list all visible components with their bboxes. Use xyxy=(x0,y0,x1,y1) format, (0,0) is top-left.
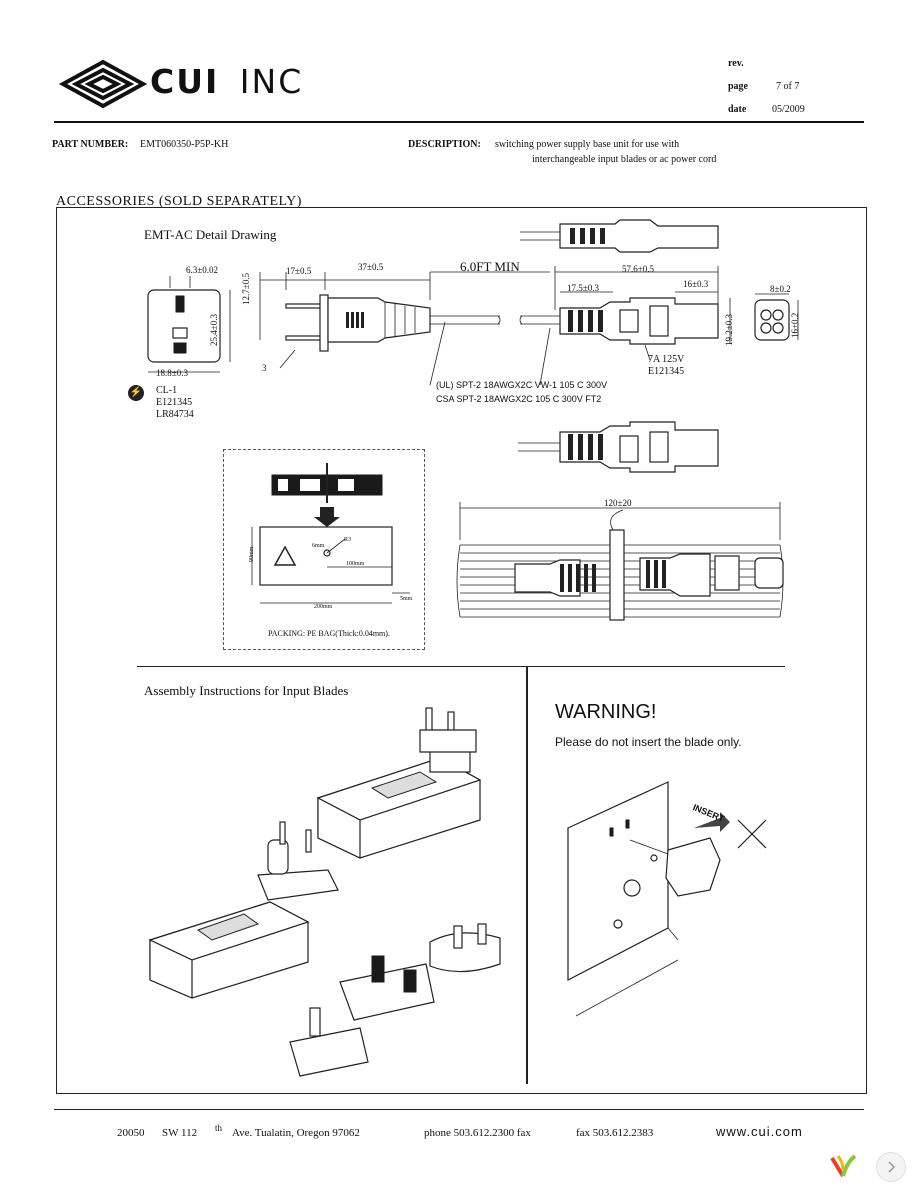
footer-addr-sup: th xyxy=(215,1123,223,1133)
emt-ac-detail-drawing xyxy=(147,219,799,621)
column-divider xyxy=(526,666,528,1084)
dim-blade-width: 6.3±0.02 xyxy=(186,265,218,275)
description-label: DESCRIPTION: xyxy=(408,139,481,150)
packing-w100: 100mm xyxy=(346,561,365,567)
page-value: 7 of 7 xyxy=(776,81,800,92)
description-line2: interchangeable input blades or ac power… xyxy=(532,154,717,165)
warning-illustration xyxy=(567,781,767,1017)
packing-h90: 90mm xyxy=(249,546,255,562)
footer-addr2: SW 112 xyxy=(162,1127,198,1139)
cert-line2: E121345 xyxy=(156,397,193,408)
part-number-label: PART NUMBER: xyxy=(52,139,129,150)
dim-end-width: 8±0.2 xyxy=(770,284,791,294)
dim-blade-length: 12.7±0.5 xyxy=(241,273,251,305)
cable-spec-line2: CSA SPT-2 18AWGX2C 105 C 300V FT2 xyxy=(436,394,602,404)
part-number-value: EMT060350-P5P-KH xyxy=(140,139,229,150)
packing-w200: 200mm xyxy=(314,604,333,610)
dim-coil-length: 120±20 xyxy=(604,498,632,508)
warning-text: Please do not insert the blade only. xyxy=(555,735,742,749)
date-value: 05/2009 xyxy=(772,104,805,115)
packing-ph: 6mm xyxy=(312,543,325,549)
warning-title: WARNING! xyxy=(555,701,657,723)
dim-plug-width: 18.8±0.3 xyxy=(156,368,188,378)
plug-side xyxy=(259,272,501,369)
packing-note: PACKING: PE BAG(Thick:0.04mm). xyxy=(268,629,390,638)
connector-second-view xyxy=(518,421,719,473)
plug-face xyxy=(147,276,231,373)
cert-line1: CL-1 xyxy=(156,385,178,396)
assembly-title: Assembly Instructions for Input Blades xyxy=(144,683,349,698)
packing-h5: 5mm xyxy=(400,596,413,602)
dim-plug-height: 25.4±0.3 xyxy=(209,314,219,346)
next-page-button[interactable] xyxy=(876,1152,906,1182)
packing-diagram xyxy=(251,463,410,604)
connector-side xyxy=(519,266,731,361)
description-line1: switching power supply base unit for use… xyxy=(495,139,680,150)
rating-line2: E121345 xyxy=(648,366,685,377)
packing-r: R3 xyxy=(344,537,352,543)
dim-connector-height: 19.2±0.3 xyxy=(724,314,734,346)
logo-text-bold: CUI xyxy=(150,62,220,101)
section-divider xyxy=(137,666,785,667)
viewer-logo-icon xyxy=(828,1150,858,1180)
footer-web[interactable]: www.cui.com xyxy=(716,1124,803,1139)
coiled-cord xyxy=(456,502,784,621)
blades-bottom xyxy=(289,923,501,1077)
dim-connector-length: 57.6±0.5 xyxy=(622,264,654,274)
dim-pin-label: 3 xyxy=(262,363,267,373)
rev-label: rev. xyxy=(728,58,744,69)
footer-addr3: Ave. Tualatin, Oregon 97062 xyxy=(232,1127,360,1139)
dim-end-height: 16±0.2 xyxy=(790,312,800,338)
page-label: page xyxy=(728,81,748,92)
adapter-middle xyxy=(148,821,339,999)
rating-line1: 7A 125V xyxy=(648,354,685,365)
footer-divider xyxy=(54,1109,864,1110)
cert-line3: LR84734 xyxy=(156,409,194,420)
logo-text-light: INC xyxy=(239,62,304,101)
connector-end-view xyxy=(754,293,799,341)
dim-connector-tip: 16±0.3 xyxy=(683,279,709,289)
assembly-illustration xyxy=(148,707,501,1077)
company-logo: CUI INC xyxy=(58,52,328,112)
footer-addr1: 20050 xyxy=(117,1127,145,1139)
chevron-right-icon xyxy=(888,1161,896,1173)
cable-spec-line1: (UL) SPT-2 18AWGX2C VW-1 105 C 300V xyxy=(436,380,608,390)
dim-connector-grip: 17.5±0.3 xyxy=(567,283,599,293)
footer-phone: phone 503.612.2300 fax xyxy=(424,1127,531,1139)
header-divider xyxy=(54,121,864,123)
top-connector xyxy=(520,219,719,253)
adapter-top xyxy=(316,707,482,859)
accessories-frame xyxy=(56,207,867,1094)
footer-fax: fax 503.612.2383 xyxy=(576,1127,654,1139)
cert-mark-icon: ⚡ xyxy=(128,385,144,401)
dim-plug-head: 17±0.5 xyxy=(286,266,312,276)
packing-box xyxy=(223,449,425,650)
drawing-title: EMT-AC Detail Drawing xyxy=(144,227,277,242)
dim-plug-body: 37±0.5 xyxy=(358,262,384,272)
section-title: ACCESSORIES (SOLD SEPARATELY) xyxy=(56,194,302,209)
logo-mark-icon xyxy=(58,59,148,109)
date-label: date xyxy=(728,104,747,115)
dim-cord-length: 6.0FT MIN xyxy=(460,259,520,274)
